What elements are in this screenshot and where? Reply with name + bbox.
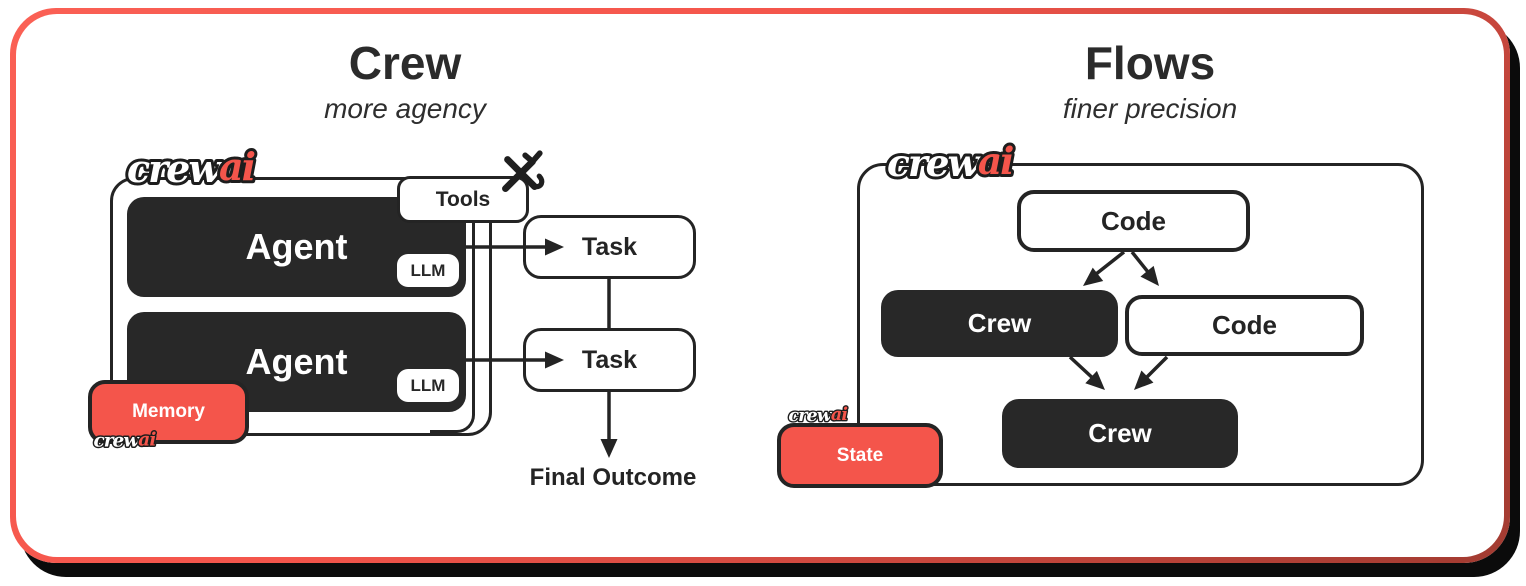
logo-text-crew: crew xyxy=(887,141,982,185)
crewai-logo-small: crewai xyxy=(787,404,850,428)
svg-text:crewai: crewai xyxy=(93,429,156,451)
llm-chip: LLM xyxy=(397,254,459,287)
crew-node-bottom: Crew xyxy=(1002,399,1238,468)
task-node-2: Task xyxy=(523,328,696,392)
state-label: State xyxy=(836,444,884,466)
crewai-logo: crewai xyxy=(884,139,1018,187)
crew-node-mid: Crew xyxy=(881,290,1118,357)
logo-text-crew: crew xyxy=(93,430,140,451)
flows-title: Flows xyxy=(1084,37,1216,89)
tools-label: Tools xyxy=(435,187,491,211)
logo-text-crew: crew xyxy=(127,146,222,191)
code-node-mid: Code xyxy=(1125,295,1364,356)
memory-label: Memory xyxy=(132,401,205,422)
code-label: Code xyxy=(1212,310,1277,340)
task-node-1: Task xyxy=(523,215,696,279)
crew-label: Crew xyxy=(967,308,1032,338)
task-label: Task xyxy=(581,232,638,261)
memory-node: Memory xyxy=(88,380,249,444)
agent-label: Agent xyxy=(245,226,348,267)
svg-text:crewai: crewai xyxy=(887,139,1013,185)
final-outcome-label: Final Outcome xyxy=(529,464,697,491)
crew-container xyxy=(110,177,492,436)
crossed-tools-icon xyxy=(502,150,545,193)
agent-label: Agent xyxy=(245,341,348,382)
svg-text:crewai: crewai xyxy=(788,405,847,426)
crew-title: Crew xyxy=(348,37,462,89)
crewai-logo-small: crewai xyxy=(92,428,159,453)
state-node: State xyxy=(777,423,943,488)
llm-chip: LLM xyxy=(397,369,459,402)
logo-text-ai: ai xyxy=(978,139,1013,183)
code-node-top: Code xyxy=(1017,190,1250,252)
crew-subtitle: more agency xyxy=(324,92,486,124)
crew-title-block: Crew more agency xyxy=(155,38,655,125)
svg-text:crewai: crewai xyxy=(127,145,255,191)
tools-connector-line xyxy=(430,222,475,433)
logo-text-ai: ai xyxy=(831,405,847,425)
code-label: Code xyxy=(1101,205,1166,236)
flows-subtitle: finer precision xyxy=(1062,92,1238,124)
agent-node-2: Agent LLM xyxy=(127,312,466,412)
logo-text-ai: ai xyxy=(219,145,255,189)
logo-text-ai: ai xyxy=(138,429,156,450)
diagram-card-frame xyxy=(10,8,1510,563)
logo-text-crew: crew xyxy=(788,406,832,426)
crewai-logo: crewai xyxy=(124,145,260,193)
flows-title-block: Flows finer precision xyxy=(900,38,1400,125)
task-label: Task xyxy=(581,345,638,374)
flows-container xyxy=(857,163,1424,486)
crew-label: Crew xyxy=(1088,418,1152,448)
